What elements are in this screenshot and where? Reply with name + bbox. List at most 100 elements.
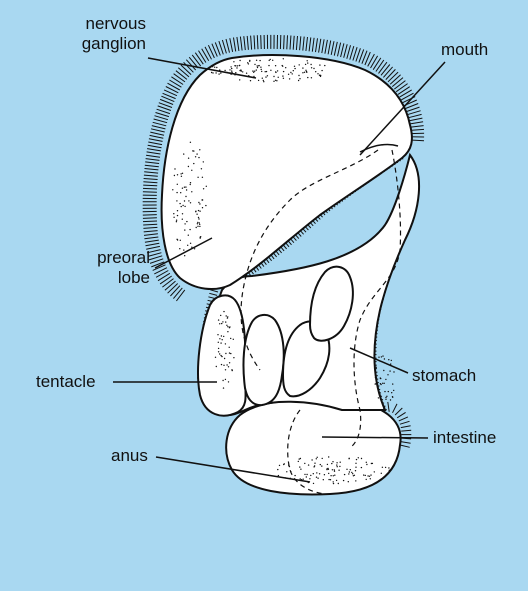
stipple-dot [288, 74, 289, 75]
stipple-dot [356, 459, 357, 460]
stipple-dot [205, 205, 206, 206]
stipple-dot [184, 206, 185, 207]
cilium [176, 290, 184, 301]
cilium [234, 38, 236, 52]
stipple-dot [392, 397, 393, 398]
stipple-dot [198, 217, 199, 218]
cilium [171, 77, 183, 85]
stipple-dot [319, 75, 320, 76]
stipple-dot [282, 65, 283, 66]
stipple-dot [387, 374, 388, 375]
cilium [331, 41, 334, 55]
stipple-dot [289, 466, 290, 467]
cilium [170, 286, 180, 296]
cilium [240, 37, 242, 51]
stipple-dot [355, 463, 356, 464]
stipple-dot [212, 72, 213, 73]
stipple-dot [183, 153, 184, 154]
stipple-dot [272, 60, 273, 61]
stipple-dot [306, 71, 307, 72]
stipple-dot [179, 248, 180, 249]
stipple-dot [231, 68, 232, 69]
stipple-dot [232, 370, 233, 371]
stipple-dot [370, 478, 371, 479]
stipple-dot [333, 475, 334, 476]
stipple-dot [197, 222, 198, 223]
stipple-dot [370, 474, 371, 475]
stipple-dot [192, 150, 193, 151]
cilium [293, 36, 294, 50]
cilium [150, 132, 164, 135]
stipple-dot [324, 65, 325, 66]
stipple-dot [220, 342, 221, 343]
cilium [144, 175, 158, 176]
label-preoral-line2: lobe [48, 268, 150, 288]
stipple-dot [369, 476, 370, 477]
stipple-dot [258, 65, 259, 66]
stipple-dot [391, 360, 392, 361]
stipple-dot [354, 475, 355, 476]
cilium [312, 38, 314, 52]
stipple-dot [283, 464, 284, 465]
stipple-dot [196, 214, 197, 215]
stipple-dot [195, 211, 196, 212]
stipple-dot [311, 77, 312, 78]
cilium [153, 122, 167, 126]
stipple-dot [355, 470, 356, 471]
stipple-dot [233, 339, 234, 340]
stipple-dot [348, 473, 349, 474]
stipple-dot [225, 321, 226, 322]
cilium [300, 36, 301, 50]
stipple-dot [224, 358, 225, 359]
cilium [371, 56, 378, 68]
stipple-dot [320, 464, 321, 465]
stipple-dot [187, 245, 188, 246]
stipple-dot [393, 371, 394, 372]
stipple-dot [313, 473, 314, 474]
stipple-dot [186, 189, 187, 190]
cilium [251, 36, 252, 50]
stipple-dot [290, 72, 291, 73]
cilium [143, 188, 157, 189]
stipple-dot [374, 471, 375, 472]
stipple-dot [306, 476, 307, 477]
stipple-dot [332, 461, 333, 462]
stipple-dot [303, 479, 304, 480]
stipple-dot [191, 191, 192, 192]
stipple-dot [330, 479, 331, 480]
stipple-dot [227, 331, 228, 332]
stipple-dot [277, 70, 278, 71]
stipple-dot [326, 469, 327, 470]
stipple-dot [225, 379, 226, 380]
stipple-dot [198, 218, 199, 219]
stipple-dot [211, 72, 212, 73]
stipple-dot [184, 200, 185, 201]
stipple-dot [266, 71, 267, 72]
stipple-dot [239, 70, 240, 71]
label-nervous-ganglion: nervous ganglion [52, 14, 146, 54]
cilium [145, 169, 159, 170]
cilium [145, 162, 159, 164]
stipple-dot [328, 456, 329, 457]
stipple-dot [282, 75, 283, 76]
cilium [143, 221, 157, 222]
stipple-dot [185, 186, 186, 187]
cilium [407, 111, 420, 115]
cilium [149, 139, 163, 142]
cilium [409, 122, 423, 124]
cilium [210, 290, 218, 292]
stipple-dot [177, 184, 178, 185]
stipple-dot [196, 227, 197, 228]
stipple-dot [313, 483, 314, 484]
stipple-dot [385, 379, 386, 380]
cilium [148, 145, 162, 147]
stipple-dot [233, 357, 234, 358]
stipple-dot [361, 467, 362, 468]
stipple-dot [299, 458, 300, 459]
cilium [290, 36, 291, 50]
stipple-dot [330, 475, 331, 476]
stipple-dot [358, 457, 359, 458]
stipple-dot [302, 67, 303, 68]
stipple-dot [384, 391, 385, 392]
stipple-dot [227, 317, 228, 318]
